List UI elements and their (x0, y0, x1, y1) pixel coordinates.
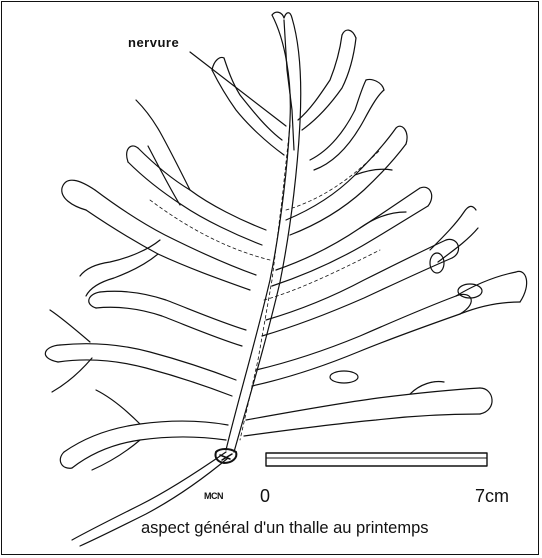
nervure-pointer (190, 52, 286, 126)
nervure-label: nervure (128, 35, 179, 50)
scale-end-label: 7cm (475, 486, 509, 507)
credit-mark: MCN (204, 491, 223, 501)
scale-bar (266, 453, 487, 466)
holdfast (215, 449, 236, 463)
figure-caption: aspect général d'un thalle au printemps (141, 519, 429, 538)
scale-start-label: 0 (260, 486, 270, 507)
